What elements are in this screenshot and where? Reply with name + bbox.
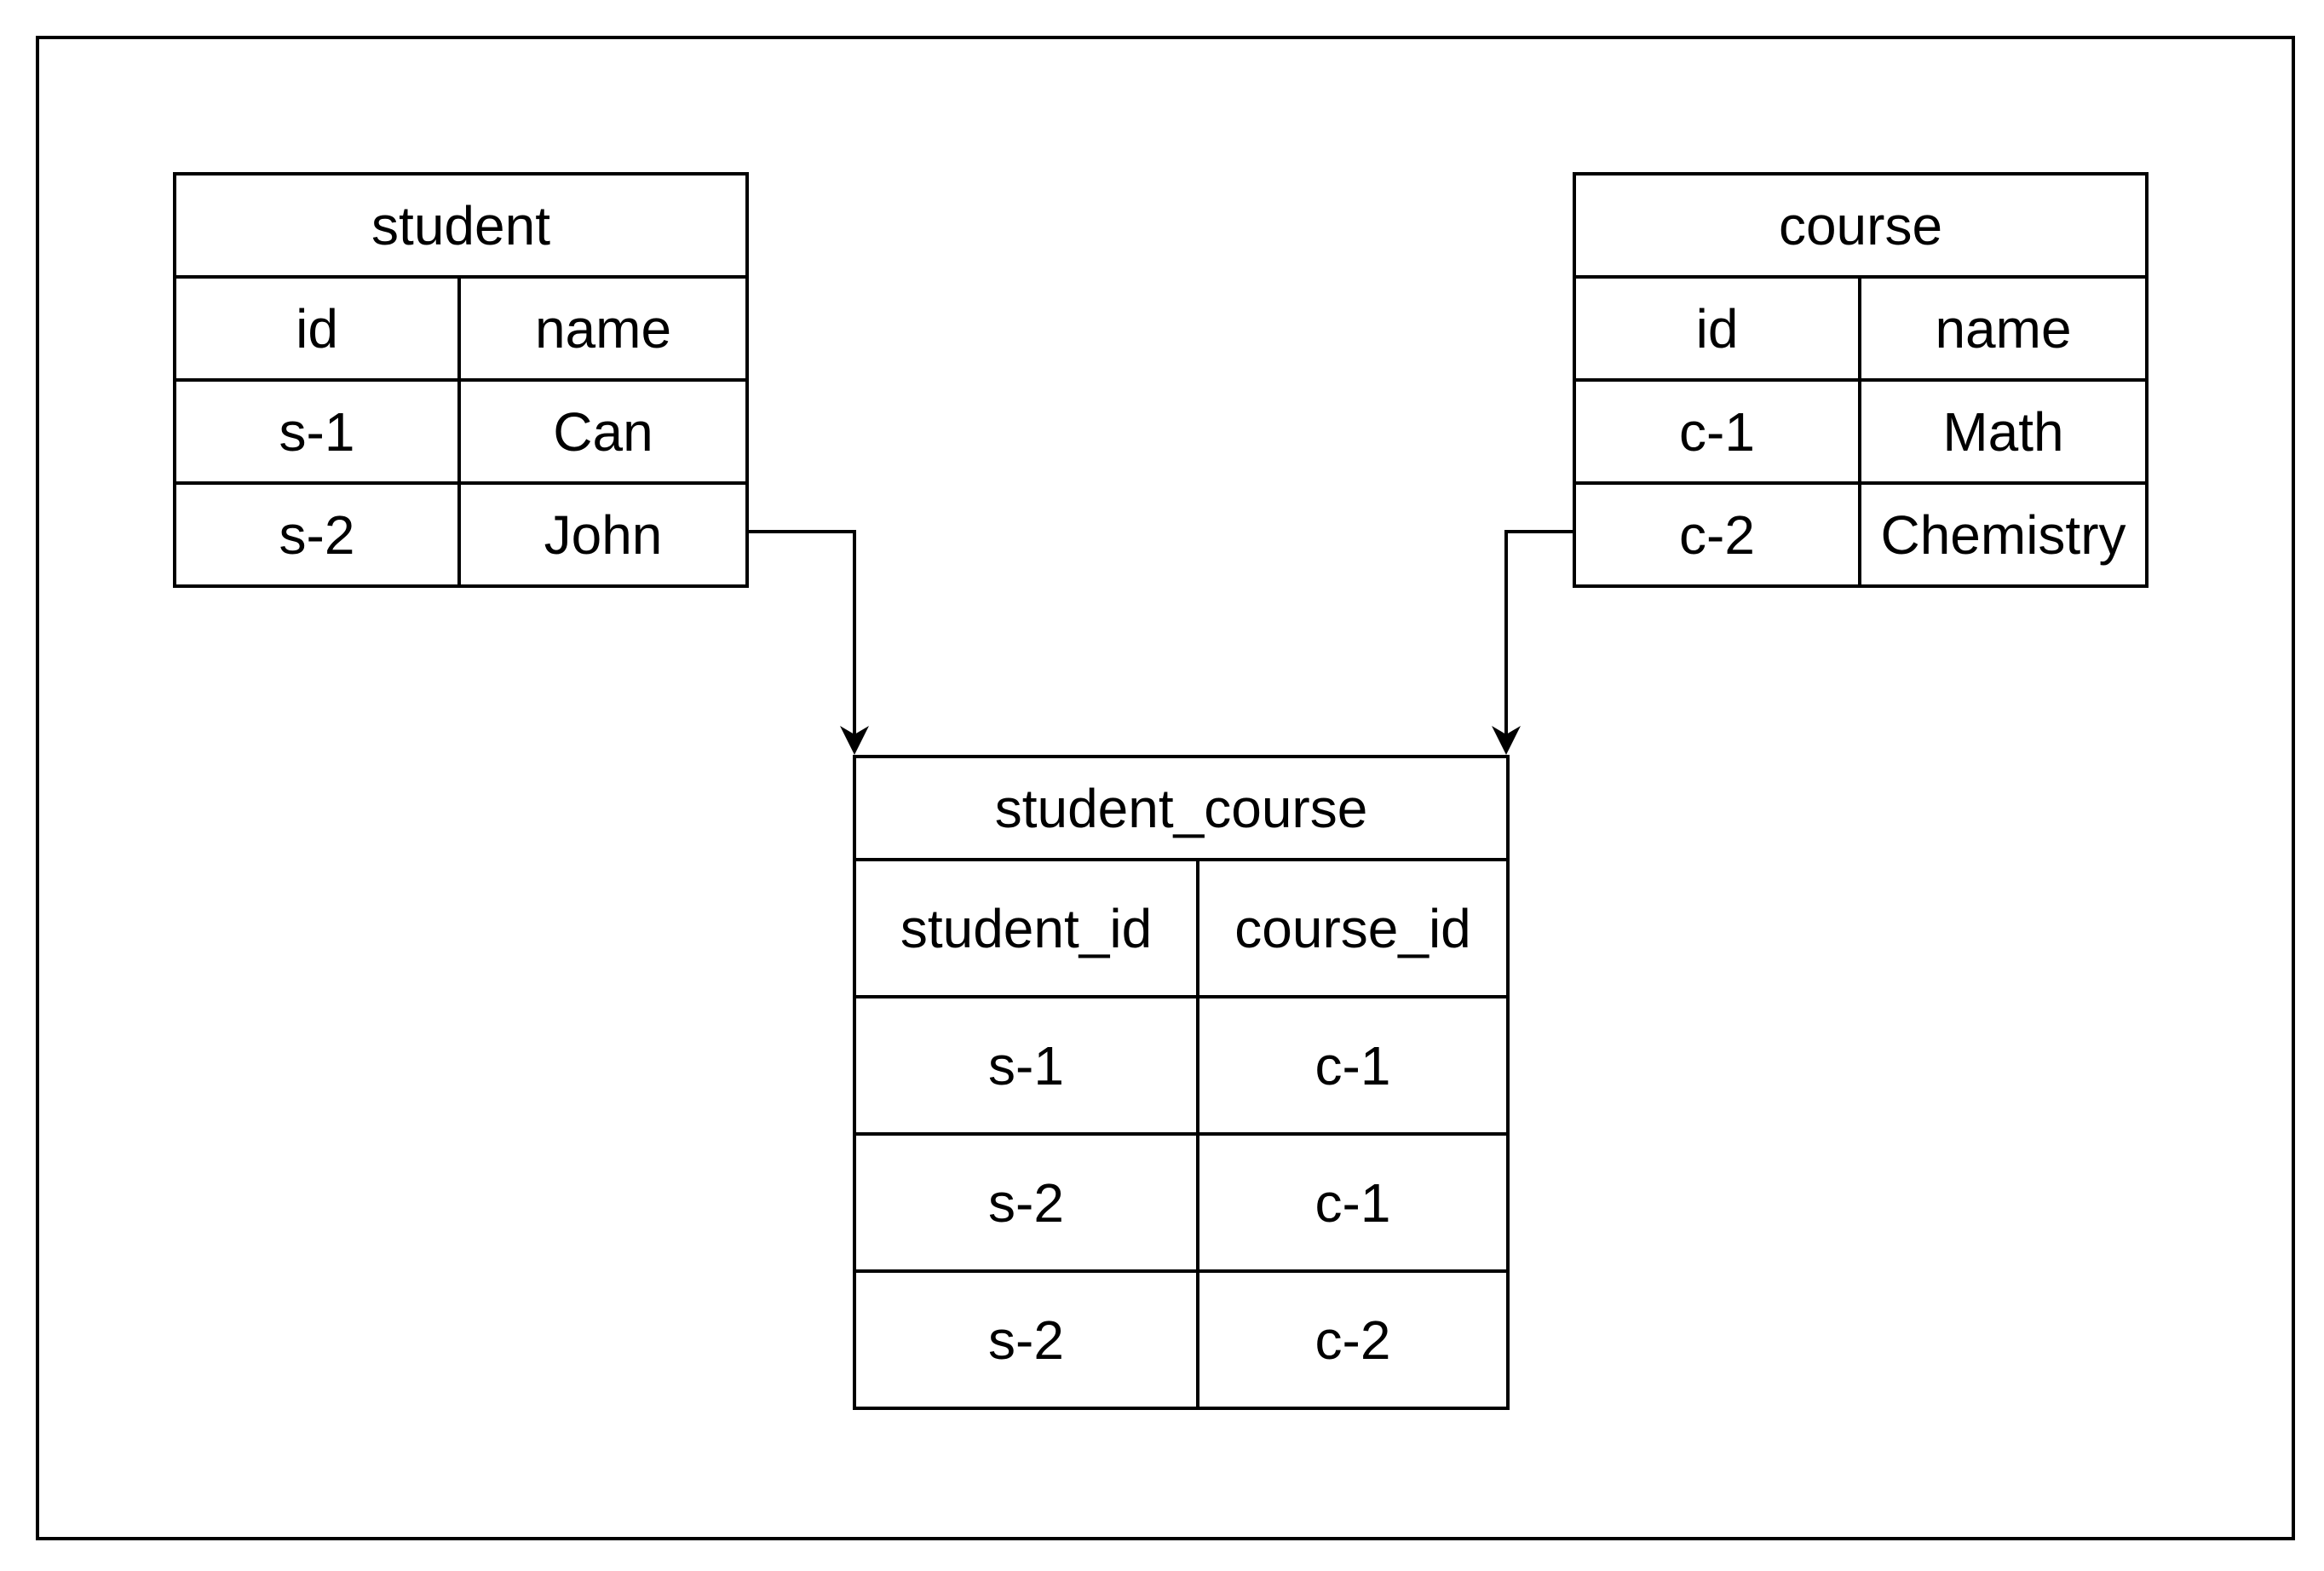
table-row: s-2 c-1 (853, 1132, 1510, 1273)
table-row: s-1 c-1 (853, 995, 1510, 1136)
table-title: student_course (853, 755, 1510, 861)
column-header: id (1573, 275, 1861, 382)
table-cell: s-2 (853, 1269, 1199, 1410)
table-row: s-1 Can (173, 378, 749, 485)
table-cell: c-1 (1573, 378, 1861, 485)
table-row: c-2 Chemistry (1573, 481, 2149, 588)
table-cell: s-1 (173, 378, 461, 485)
table-row: c-1 Math (1573, 378, 2149, 485)
course-table: course id name c-1 Math c-2 Chemistry (1573, 172, 2149, 588)
column-header: student_id (853, 858, 1199, 998)
table-cell: s-1 (853, 995, 1199, 1136)
column-header: name (1858, 275, 2149, 382)
table-title: student (173, 172, 749, 279)
table-cell: Math (1858, 378, 2149, 485)
table-cell: c-2 (1573, 481, 1861, 588)
diagram-frame (36, 36, 2295, 1540)
column-header: name (457, 275, 749, 382)
table-cell: Can (457, 378, 749, 485)
table-cell: c-2 (1196, 1269, 1510, 1410)
table-cell: c-1 (1196, 995, 1510, 1136)
table-row: s-2 John (173, 481, 749, 588)
table-cell: John (457, 481, 749, 588)
column-header: course_id (1196, 858, 1510, 998)
table-cell: Chemistry (1858, 481, 2149, 588)
column-header: id (173, 275, 461, 382)
table-cell: s-2 (853, 1132, 1199, 1273)
student-course-table: student_course student_id course_id s-1 … (853, 755, 1510, 1410)
table-row: s-2 c-2 (853, 1269, 1510, 1410)
table-cell: c-1 (1196, 1132, 1510, 1273)
student-table: student id name s-1 Can s-2 John (173, 172, 749, 588)
table-cell: s-2 (173, 481, 461, 588)
table-title: course (1573, 172, 2149, 279)
